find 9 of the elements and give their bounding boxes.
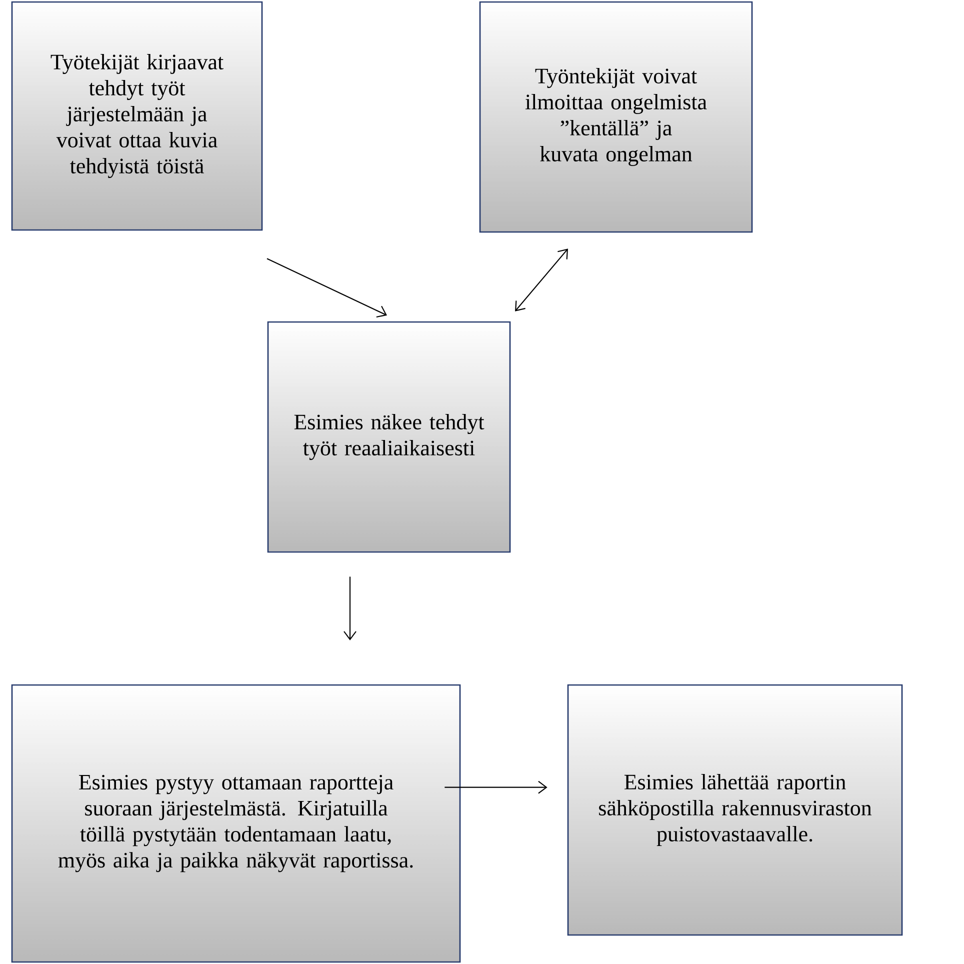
arrow — [515, 248, 568, 312]
arrow — [266, 258, 387, 318]
arrow — [344, 576, 356, 640]
process-box: Esimies pystyy ottamaan raportteja suoraan järjestelmästä. Kirjatuilla töillä pystytään todentamaan laatu, myös aika ja paikka näkyvät raportissa. — [11, 684, 461, 963]
arrow — [444, 780, 548, 794]
process-box: Työtekijät kirjaavat tehdyt työt järjestelmään ja voivat ottaa kuvia tehdyistä töistä — [11, 1, 263, 231]
process-box: Esimies näkee tehdyt työt reaaliaikaisesti — [267, 321, 511, 553]
process-box: Työntekijät voivat ilmoittaa ongelmista ”kentällä” ja kuvata ongelman — [479, 1, 753, 233]
process-box: Esimies lähettää raportin sähköpostilla rakennusviraston puistovastaavalle. — [567, 684, 903, 936]
